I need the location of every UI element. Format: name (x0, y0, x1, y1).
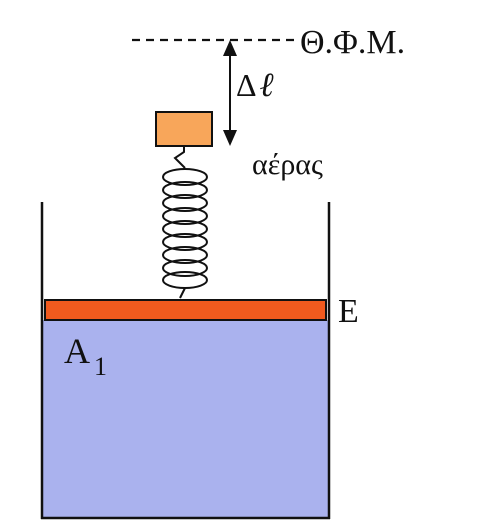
equilibrium-label: Θ.Φ.Μ. (300, 24, 405, 61)
air-label: αέρας (252, 148, 323, 181)
container (40, 202, 331, 520)
piston (44, 299, 327, 321)
displacement-ell-label: ℓ (260, 67, 275, 104)
hanging-mass (155, 111, 213, 147)
area-subscript: 1 (94, 352, 107, 381)
area-label: A (64, 331, 90, 371)
displacement-arrowhead-top (223, 40, 237, 56)
spring (162, 146, 208, 299)
piston-label: Ε (338, 293, 359, 330)
displacement-arrowhead-bottom (223, 130, 237, 146)
liquid (42, 320, 329, 518)
displacement-delta-label: Δ (236, 67, 257, 103)
